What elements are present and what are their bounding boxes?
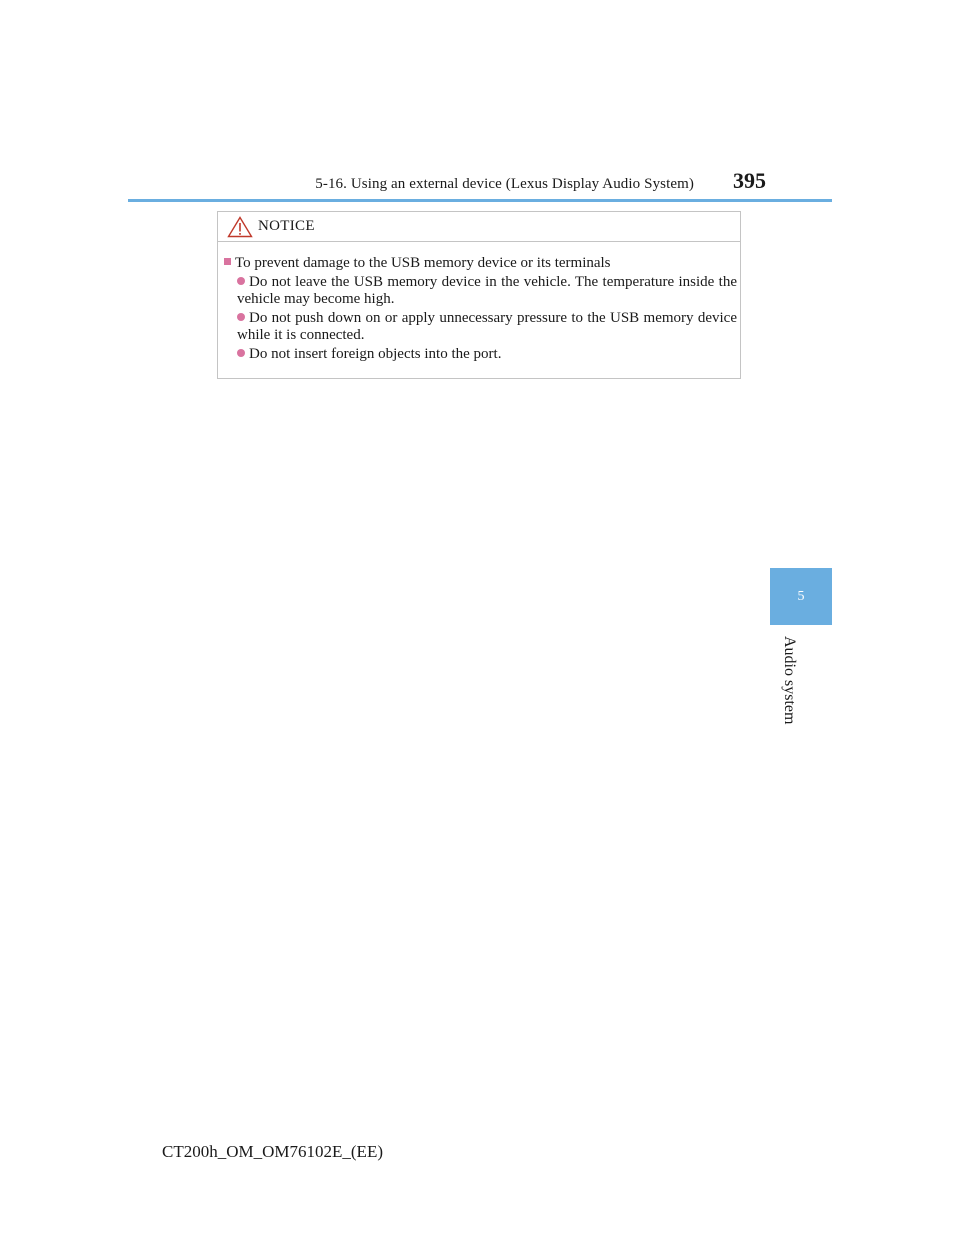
notice-item-text: Do not leave the USB memory device in th… <box>237 274 737 307</box>
square-bullet-icon <box>224 258 231 265</box>
notice-box: NOTICE To prevent damage to the USB memo… <box>217 211 741 379</box>
document-code: CT200h_OM_OM76102E_(EE) <box>162 1142 383 1161</box>
chapter-title: Audio system <box>781 636 798 725</box>
notice-list-item: Do not insert foreign objects into the p… <box>237 346 737 363</box>
round-bullet-icon <box>237 349 245 357</box>
notice-header: NOTICE <box>218 212 740 242</box>
chapter-tab: 5 <box>770 568 832 625</box>
round-bullet-icon <box>237 313 245 321</box>
notice-item-text: Do not insert foreign objects into the p… <box>249 346 502 362</box>
notice-list-item: Do not leave the USB memory device in th… <box>237 274 737 307</box>
notice-subheading-text: To prevent damage to the USB memory devi… <box>235 255 611 271</box>
notice-title: NOTICE <box>258 218 315 234</box>
page-number: 395 <box>733 168 766 193</box>
notice-item-text: Do not push down on or apply unnecessary… <box>237 310 737 343</box>
round-bullet-icon <box>237 277 245 285</box>
section-title: 5-16. Using an external device (Lexus Di… <box>315 176 694 192</box>
notice-list-item: Do not push down on or apply unnecessary… <box>237 310 737 343</box>
notice-subheading: To prevent damage to the USB memory devi… <box>224 255 611 272</box>
header-divider <box>128 199 832 202</box>
warning-triangle-icon <box>227 216 253 238</box>
